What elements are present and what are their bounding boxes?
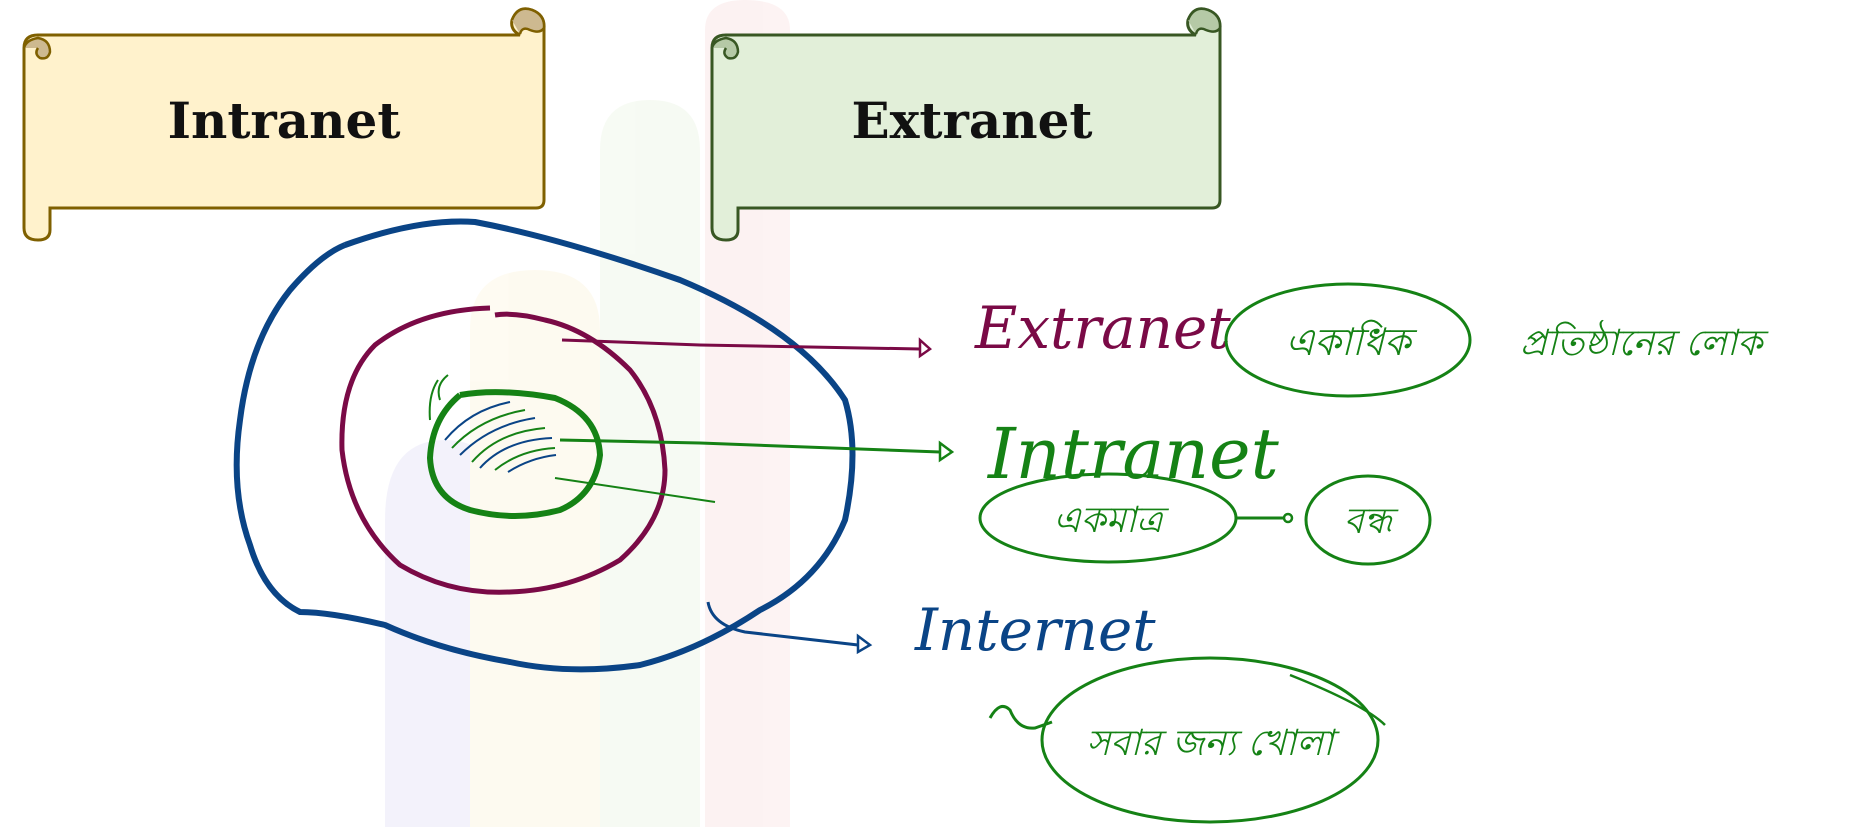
- intranet-banner-title: Intranet: [168, 91, 401, 150]
- extranet-note-bubble: [1224, 282, 1472, 398]
- internet-note-pointer: [988, 704, 1053, 730]
- extranet-connector: [561, 338, 921, 351]
- internet-handwritten-label: Internet: [914, 596, 1156, 664]
- intranet-note-arrow-dot: [1282, 512, 1294, 524]
- extranet-ring: [339, 305, 668, 595]
- intranet-connector: [559, 438, 941, 454]
- intranet-banner-curl-right: [510, 7, 546, 35]
- internet-connector: [706, 601, 859, 647]
- internet-connector-arrowhead: [856, 633, 873, 655]
- extranet-banner-title: Extranet: [851, 91, 1092, 150]
- internet-note-flourish: [1289, 673, 1386, 726]
- extranet-handwritten-label: Extranet: [974, 294, 1231, 362]
- intranet-hatching: [428, 374, 716, 503]
- intranet-banner: Intranet: [22, 7, 546, 242]
- internet-ring: [233, 218, 856, 673]
- intranet-banner-curl-left: [22, 36, 52, 60]
- extranet-note-text: একাধিক: [1285, 319, 1418, 364]
- intranet-note-text-2: বন্ধ: [1344, 501, 1399, 542]
- intranet-ring: [427, 389, 603, 519]
- extranet-banner-curl-left: [710, 36, 740, 60]
- internet-note-text: সবার জন্য খোলা: [1086, 723, 1340, 764]
- intranet-connector-arrowhead: [938, 440, 955, 463]
- internet-note-bubble: [1040, 656, 1380, 824]
- extranet-banner-curl-right: [1186, 7, 1222, 35]
- extranet-side-note: প্রতিষ্ঠানের লোক: [1520, 319, 1769, 364]
- extranet-banner: Extranet: [710, 7, 1222, 242]
- extranet-connector-arrowhead: [918, 337, 933, 359]
- intranet-note-bubble-2: [1304, 474, 1432, 566]
- intranet-note-text-1: একমাত্র: [1053, 500, 1169, 541]
